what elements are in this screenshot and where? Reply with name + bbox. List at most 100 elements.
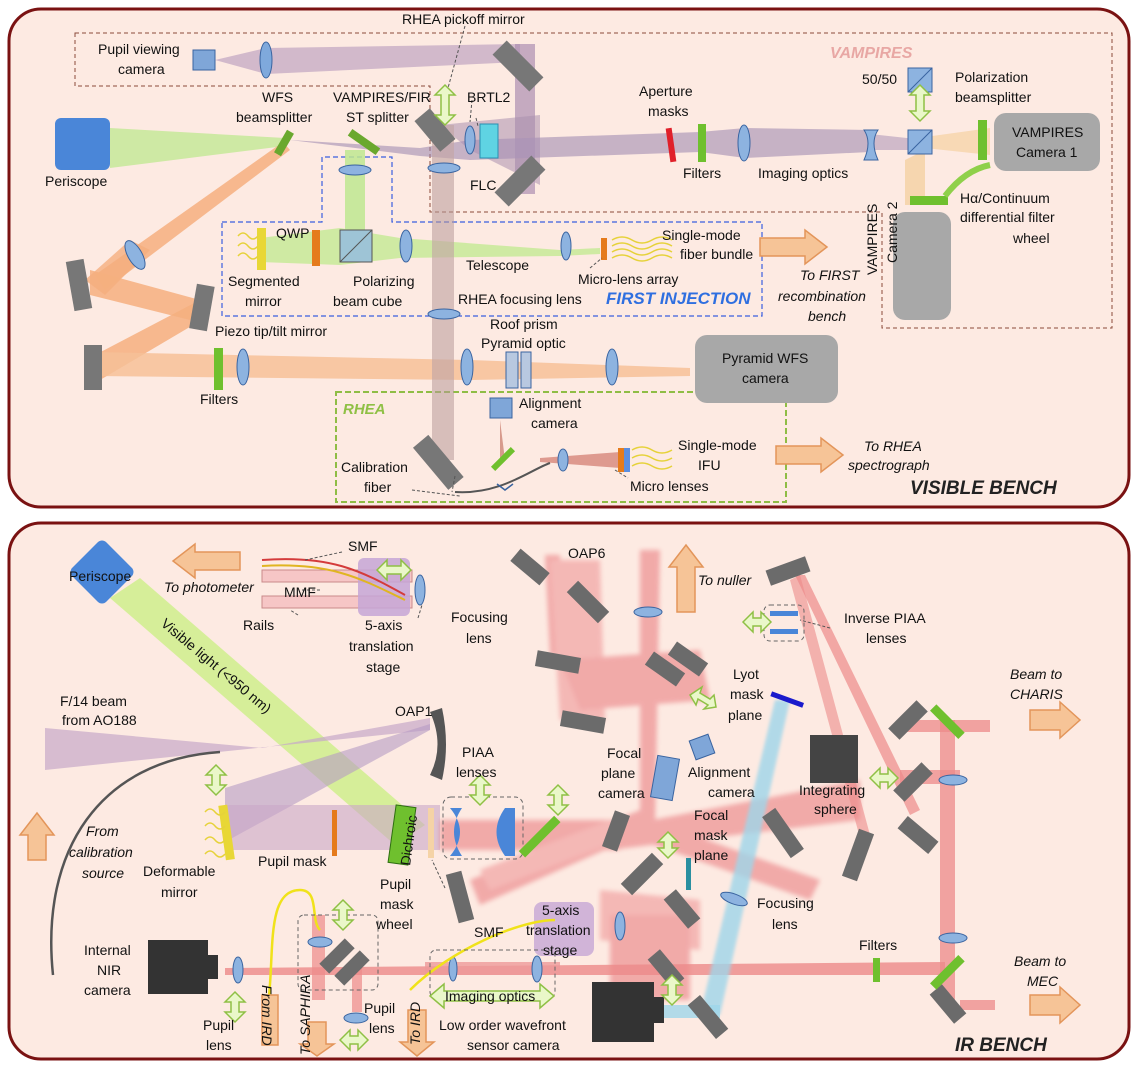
lbl-lyot-2: mask xyxy=(730,686,764,702)
lbl-rhea-focusing: RHEA focusing lens xyxy=(458,291,582,307)
lbl-pwfs-2: camera xyxy=(742,370,789,386)
lbl-internal-nir-2: NIR xyxy=(97,962,121,978)
ir-bench-panel xyxy=(7,521,1131,1061)
lbl-pmw-1: Pupil xyxy=(380,876,411,892)
lbl-micro-lenses: Micro lenses xyxy=(630,478,709,494)
lbl-rhea-pickoff: RHEA pickoff mirror xyxy=(402,11,525,27)
lbl-f14-2: from AO188 xyxy=(62,712,137,728)
lbl-focal-plane-cam-1: Focal xyxy=(607,745,641,761)
lbl-focal-plane-cam-2: plane xyxy=(601,765,635,781)
periscope-visible xyxy=(55,118,110,170)
lbl-qwp: QWP xyxy=(276,225,309,241)
lbl-to-first-1: To FIRST xyxy=(800,267,861,283)
lbl-deformable-2: mirror xyxy=(161,884,198,900)
lbl-5axis-2: translation xyxy=(349,638,414,654)
lbl-aperture-1: Aperture xyxy=(639,83,693,99)
five-axis-stage-bottom xyxy=(534,902,594,956)
lbl-internal-nir-1: Internal xyxy=(84,942,131,958)
lbl-inverse-piaa-1: Inverse PIAA xyxy=(844,610,926,626)
text-labels: RHEA pickoff mirror Pupil viewing camera… xyxy=(45,11,1083,1056)
pyramid-wfs-camera-box xyxy=(695,335,838,403)
lbl-from-ird: From IRD xyxy=(259,985,275,1046)
lbl-pwfs-1: Pyramid WFS xyxy=(722,350,808,366)
lbl-focusing-lens-1: Focusing xyxy=(451,609,508,625)
lbl-ir-bench: IR BENCH xyxy=(955,1035,1048,1056)
lbl-smifu-1: Single-mode xyxy=(678,437,757,453)
ir-beams xyxy=(45,550,995,1018)
lbl-beam-charis-1: Beam to xyxy=(1010,666,1062,682)
lbl-cal-fiber-2: fiber xyxy=(364,479,392,495)
lbl-seg-2: mirror xyxy=(245,293,282,309)
lbl-align-2: camera xyxy=(531,415,578,431)
lbl-5050: 50/50 xyxy=(862,71,897,87)
lbl-first-injection: FIRST INJECTION xyxy=(606,289,751,308)
lbl-inverse-piaa-2: lenses xyxy=(866,630,906,646)
lbl-vcam1-1: VAMPIRES xyxy=(1012,124,1083,140)
lbl-pupil-viewing-1: Pupil viewing xyxy=(98,41,180,57)
lbl-beam-mec-2: MEC xyxy=(1027,973,1059,989)
lbl-focal-plane-cam-3: camera xyxy=(598,785,645,801)
lbl-wfs-1: WFS xyxy=(262,89,293,105)
lbl-to-first-2: recombination xyxy=(778,288,866,304)
lbl-to-rhea-1: To RHEA xyxy=(864,438,922,454)
lbl-vcam2-1: VAMPIRES xyxy=(864,204,880,275)
lbl-pbc-2: beam cube xyxy=(333,293,402,309)
lbl-pbc-1: Polarizing xyxy=(353,273,414,289)
lbl-visible-bench: VISIBLE BENCH xyxy=(910,478,1058,499)
lbl-rails: Rails xyxy=(243,617,274,633)
first-injection-dashed-box xyxy=(221,156,763,317)
lbl-focal-mask-1: Focal xyxy=(694,807,728,823)
lbl-microlens-array: Micro-lens array xyxy=(578,271,678,287)
lbl-imaging-optics-ir: Imaging optics xyxy=(445,988,535,1004)
lbl-internal-nir-3: camera xyxy=(84,982,131,998)
lbl-piaa-1: PIAA xyxy=(462,744,495,760)
lbl-5axis-b-1: 5-axis xyxy=(542,902,579,918)
lbl-halpha-1: Hα/Continuum xyxy=(960,190,1050,206)
lbl-smifu-2: IFU xyxy=(698,457,721,473)
lbl-imaging-optics: Imaging optics xyxy=(758,165,848,181)
lbl-smfb-2: fiber bundle xyxy=(680,246,753,262)
lbl-wfs-2: beamsplitter xyxy=(236,109,313,125)
lbl-lyot-3: plane xyxy=(728,707,762,723)
lbl-from-cal-3: source xyxy=(82,865,124,881)
lbl-deformable-1: Deformable xyxy=(143,863,216,879)
lbl-beam-charis-2: CHARIS xyxy=(1010,686,1064,702)
lbl-to-saphira: To SAPHIRA xyxy=(297,975,313,1055)
lbl-focal-mask-2: mask xyxy=(694,827,728,843)
lbl-cal-fiber-1: Calibration xyxy=(341,459,408,475)
lbl-align-ir-2: camera xyxy=(708,784,755,800)
vampires-camera-2-box xyxy=(893,212,951,320)
visible-components xyxy=(55,25,1100,497)
lbl-focusing-lens-2: lens xyxy=(466,630,492,646)
lbl-smfb-1: Single-mode xyxy=(662,227,741,243)
lbl-oap6: OAP6 xyxy=(568,545,606,561)
lbl-lyot-1: Lyot xyxy=(733,666,759,682)
lbl-5axis-b-3: stage xyxy=(543,942,577,958)
lbl-seg-1: Segmented xyxy=(228,273,300,289)
lbl-pupil-lens-b-2: lens xyxy=(369,1020,395,1036)
lbl-to-rhea-2: spectrograph xyxy=(848,457,930,473)
lbl-vcam2-2: Camera 2 xyxy=(884,201,900,263)
lbl-5axis-3: stage xyxy=(366,659,400,675)
lbl-integrating-1: Integrating xyxy=(799,782,865,798)
lbl-brtl2: BRTL2 xyxy=(467,89,511,105)
lbl-polbs-1: Polarization xyxy=(955,69,1028,85)
lbl-smf-bottom: SMF xyxy=(474,924,504,940)
lbl-piezo: Piezo tip/tilt mirror xyxy=(215,323,327,339)
lbl-pupil-lens-a-1: Pupil xyxy=(203,1017,234,1033)
lbl-5axis-b-2: translation xyxy=(526,922,591,938)
lbl-rhea: RHEA xyxy=(343,401,386,418)
pupil-viewing-camera-box xyxy=(192,49,216,71)
lbl-vfir-1: VAMPIRES/FIR xyxy=(333,89,431,105)
lbl-to-photometer: To photometer xyxy=(164,579,255,595)
lbl-periscope-ir: Periscope xyxy=(69,568,131,584)
lbl-vampires: VAMPIRES xyxy=(830,45,913,62)
lbl-focal-mask-3: plane xyxy=(694,847,728,863)
lbl-low-order-2: sensor camera xyxy=(467,1037,560,1053)
lbl-mmf: MMF xyxy=(284,584,316,600)
lbl-pyramid-optic: Pyramid optic xyxy=(481,335,566,351)
lbl-pupil-viewing-2: camera xyxy=(118,61,165,77)
lbl-from-cal-1: From xyxy=(86,823,119,839)
